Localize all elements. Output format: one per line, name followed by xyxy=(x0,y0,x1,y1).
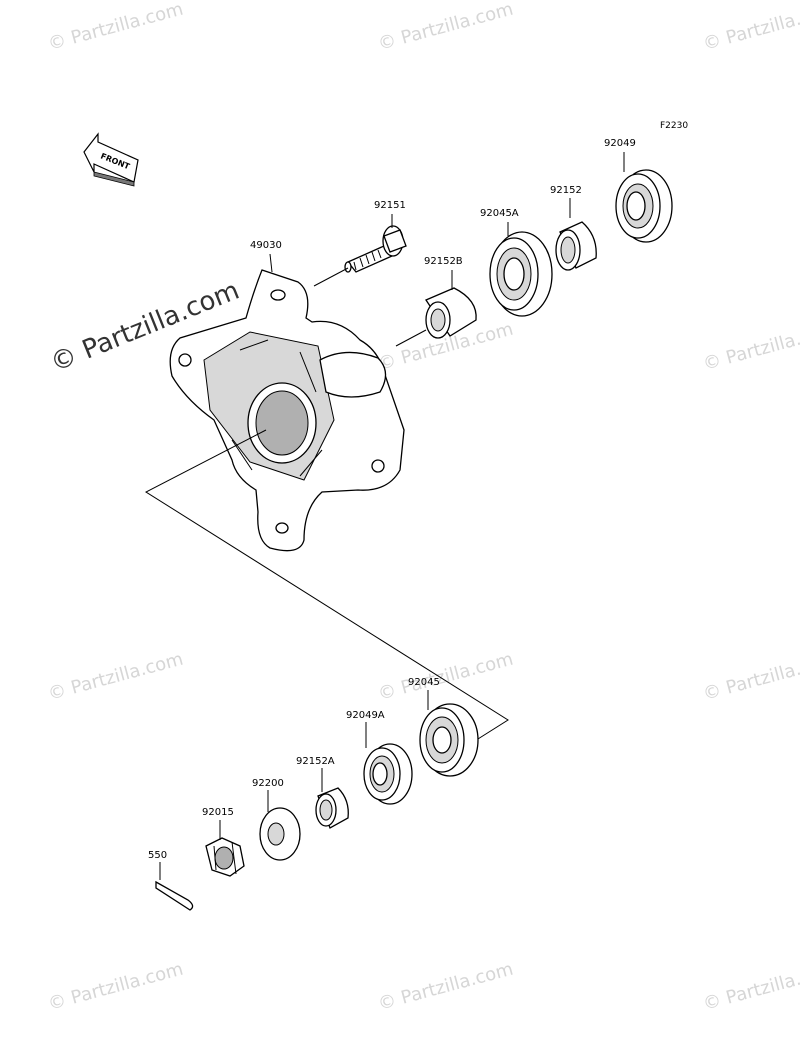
watermark: © Partzilla.com xyxy=(701,0,800,55)
figure-code: F2230 xyxy=(660,121,688,131)
label-92045A[interactable]: 92045A xyxy=(480,208,519,219)
bearing-92045A[interactable] xyxy=(489,231,553,317)
label-92200[interactable]: 92200 xyxy=(252,778,284,789)
label-92151[interactable]: 92151 xyxy=(374,200,406,211)
watermark: © Partzilla.com xyxy=(376,959,516,1015)
label-550[interactable]: 550 xyxy=(148,850,167,861)
watermark-layer: © Partzilla.com © Partzilla.com © Partzi… xyxy=(46,0,800,1015)
part-labels: 49030 92151 92045A 92152 92049 92152B 92… xyxy=(148,138,636,861)
hub-49030[interactable] xyxy=(169,269,405,552)
oil-seal-92049[interactable] xyxy=(615,169,673,243)
spacer-92152[interactable] xyxy=(555,221,597,271)
label-92049[interactable]: 92049 xyxy=(604,138,636,149)
bearing-92045[interactable] xyxy=(419,703,479,777)
stud-bolt-92151[interactable] xyxy=(344,225,407,273)
leader-lines-top xyxy=(144,152,625,745)
castle-nut-92015[interactable] xyxy=(205,837,245,877)
spacer-92152B[interactable] xyxy=(425,287,477,339)
label-92152B[interactable]: 92152B xyxy=(424,256,463,267)
front-arrow-icon: FRONT xyxy=(83,132,139,187)
label-92015[interactable]: 92015 xyxy=(202,807,234,818)
leader-lines-bottom xyxy=(159,690,429,880)
label-92045[interactable]: 92045 xyxy=(408,677,440,688)
cotter-pin-550[interactable] xyxy=(155,880,194,911)
label-49030[interactable]: 49030 xyxy=(250,240,282,251)
label-92152A[interactable]: 92152A xyxy=(296,756,335,767)
washer-92200[interactable] xyxy=(259,807,301,861)
watermark: © Partzilla.com xyxy=(46,959,186,1015)
watermark: © Partzilla.com xyxy=(46,649,186,705)
watermark: © Partzilla.com xyxy=(376,0,516,55)
watermark: © Partzilla.com xyxy=(701,319,800,375)
watermark: © Partzilla.com xyxy=(376,649,516,705)
label-92152[interactable]: 92152 xyxy=(550,185,582,196)
spacer-92152A[interactable] xyxy=(315,787,349,829)
oil-seal-92049A[interactable] xyxy=(363,743,413,805)
watermark: © Partzilla.com xyxy=(46,0,186,55)
watermark: © Partzilla.com xyxy=(701,959,800,1015)
watermark: © Partzilla.com xyxy=(701,649,800,705)
label-92049A[interactable]: 92049A xyxy=(346,710,385,721)
